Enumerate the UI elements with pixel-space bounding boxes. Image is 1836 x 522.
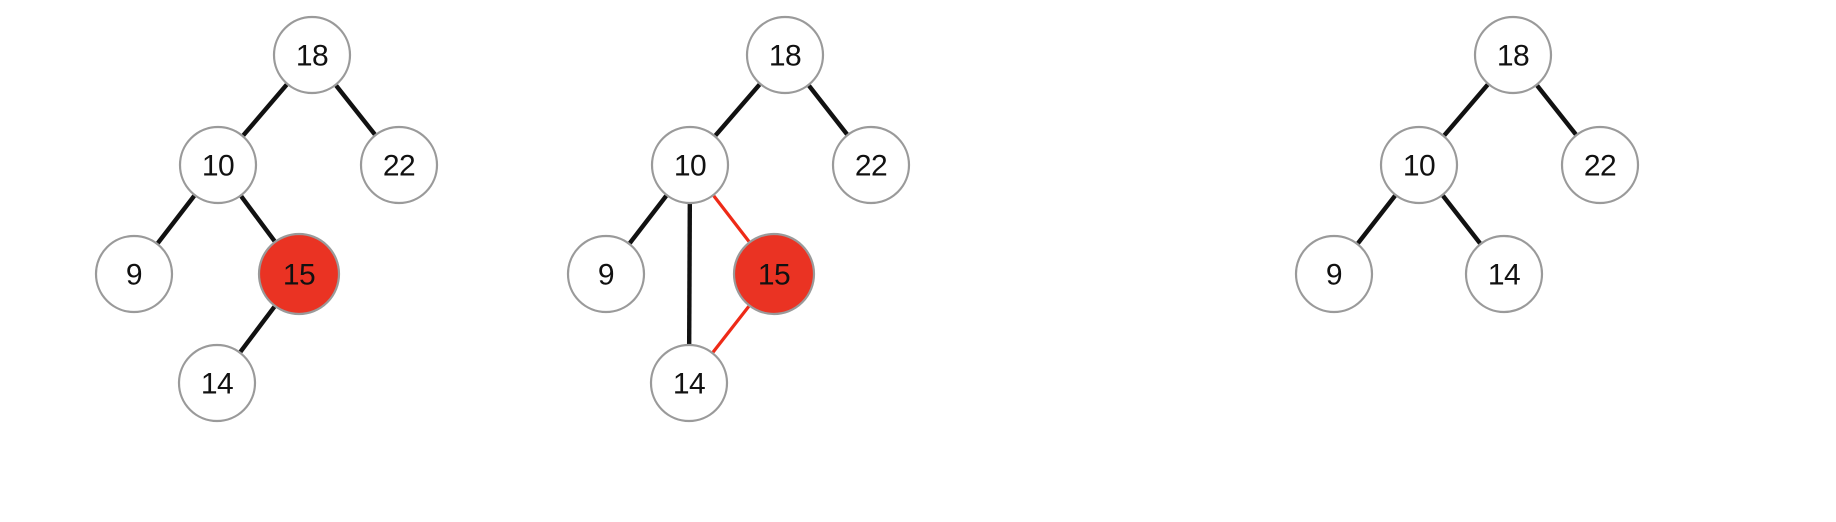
- tree-edge-n15-n14: [711, 305, 751, 354]
- node-circle[interactable]: [566, 234, 646, 314]
- node-label: 10: [1403, 150, 1435, 183]
- node-circle[interactable]: [1473, 15, 1553, 95]
- tree-edge-n18-n22: [1535, 84, 1578, 136]
- node-label: 22: [855, 150, 887, 183]
- node-circle-highlighted[interactable]: [257, 232, 341, 316]
- node-circle[interactable]: [272, 15, 352, 95]
- node-label: 18: [1497, 40, 1529, 73]
- node-circle[interactable]: [831, 125, 911, 205]
- node-circle[interactable]: [649, 343, 729, 423]
- tree-node-9[interactable]: 9: [566, 234, 646, 314]
- edge-layer: [156, 83, 377, 354]
- tree-node-10[interactable]: 10: [178, 125, 258, 205]
- tree-node-10[interactable]: 10: [1379, 125, 1459, 205]
- tree-node-22[interactable]: 22: [831, 125, 911, 205]
- node-circle[interactable]: [1560, 125, 1640, 205]
- node-circle[interactable]: [177, 343, 257, 423]
- tree-node-18[interactable]: 18: [272, 15, 352, 95]
- node-label: 22: [383, 150, 415, 183]
- node-circle[interactable]: [745, 15, 825, 95]
- node-label: 10: [202, 150, 234, 183]
- tree-node-22[interactable]: 22: [359, 125, 439, 205]
- tree-edge-n10-n14: [1441, 194, 1482, 245]
- node-label: 9: [1326, 259, 1342, 292]
- tree-node-9[interactable]: 9: [94, 234, 174, 314]
- node-label: 18: [296, 40, 328, 73]
- node-label: 14: [1488, 259, 1520, 292]
- edge-layer: [628, 83, 849, 354]
- tree-edge-n10-n15: [239, 194, 277, 243]
- tree-edge-n18-n10: [241, 83, 289, 137]
- node-circle[interactable]: [178, 125, 258, 205]
- tree-edge-n10-n9: [628, 194, 668, 245]
- tree-node-10[interactable]: 10: [650, 125, 730, 205]
- node-label: 15: [283, 259, 315, 292]
- node-layer: 18 10 22 9 14: [1294, 15, 1640, 314]
- node-circle[interactable]: [650, 125, 730, 205]
- tree-node-14[interactable]: 14: [1464, 234, 1544, 314]
- node-label: 9: [598, 259, 614, 292]
- tree-node-15[interactable]: 15: [257, 232, 341, 316]
- node-circle[interactable]: [359, 125, 439, 205]
- tree-node-18[interactable]: 18: [1473, 15, 1553, 95]
- tree-node-15[interactable]: 15: [732, 232, 816, 316]
- tree-edge-n18-n10: [1442, 83, 1490, 137]
- tree-edge-n18-n22: [334, 84, 377, 136]
- edge-layer: [1356, 83, 1578, 245]
- tree-edge-n18-n22: [807, 84, 849, 136]
- tree-edge-n15-n14: [238, 305, 277, 354]
- tree-after-deletion: 18 10 22 9 14: [1294, 15, 1640, 314]
- node-circle[interactable]: [94, 234, 174, 314]
- node-label: 15: [758, 259, 790, 292]
- tree-node-22[interactable]: 22: [1560, 125, 1640, 205]
- node-circle[interactable]: [1379, 125, 1459, 205]
- tree-node-18[interactable]: 18: [745, 15, 825, 95]
- node-circle[interactable]: [1464, 234, 1544, 314]
- node-label: 18: [769, 40, 801, 73]
- tree-node-14[interactable]: 14: [649, 343, 729, 423]
- tree-node-9[interactable]: 9: [1294, 234, 1374, 314]
- tree-edge-n10-n14: [686, 203, 693, 345]
- node-circle-highlighted[interactable]: [732, 232, 816, 316]
- node-label: 22: [1584, 150, 1616, 183]
- tree-edge-n10-n15: [712, 194, 751, 243]
- tree-edge-n10-n9: [1356, 194, 1397, 245]
- node-label: 14: [201, 368, 233, 401]
- node-layer: 18 10 22 9 15 14: [94, 15, 439, 423]
- tree-during-deletion: 18 10 22 9 15 14: [566, 15, 911, 423]
- node-circle[interactable]: [1294, 234, 1374, 314]
- tree-edge-n10-n9: [156, 194, 196, 245]
- tree-before-deletion: 18 10 22 9 15 14: [94, 15, 439, 423]
- node-label: 10: [674, 150, 706, 183]
- node-label: 9: [126, 259, 142, 292]
- node-label: 14: [673, 368, 705, 401]
- node-layer: 18 10 22 9 15 14: [566, 15, 911, 423]
- tree-edge-n18-n10: [713, 83, 762, 137]
- tree-node-14[interactable]: 14: [177, 343, 257, 423]
